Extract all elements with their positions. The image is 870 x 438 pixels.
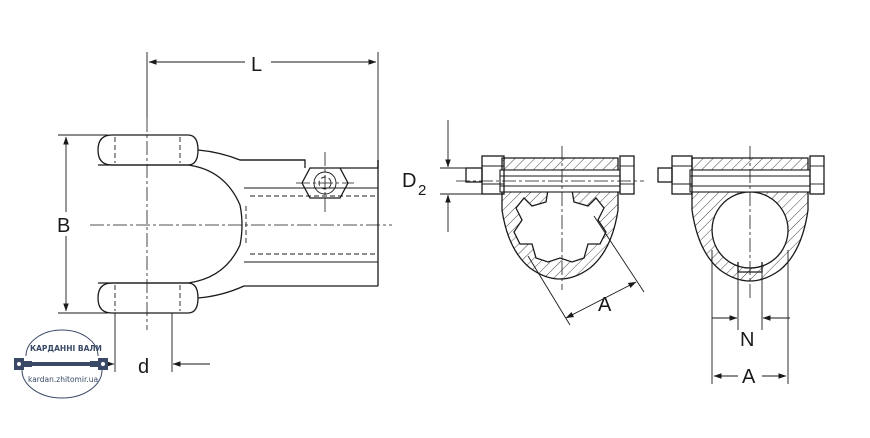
watermark-logo: КАРДАННІ ВАЛИ kardan.zhitomir.ua <box>14 329 108 399</box>
dimension-d: d <box>92 313 210 378</box>
splined-section-view <box>456 146 644 290</box>
dimension-D2: D 2 <box>402 120 482 232</box>
dimension-A-round: A <box>711 250 789 388</box>
yoke-side-view <box>90 118 392 330</box>
fork-inner-curve <box>98 164 243 284</box>
dimension-A-splined: A <box>527 215 645 326</box>
right-view-bolt-head <box>809 155 825 195</box>
watermark-bottom-text: kardan.zhitomir.ua <box>28 375 98 384</box>
label-L: L <box>251 54 262 76</box>
dimension-N: N <box>712 262 790 351</box>
label-d: d <box>138 356 149 378</box>
label-N: N <box>740 329 754 351</box>
label-D: D <box>402 170 416 192</box>
label-A-splined: A <box>598 294 612 316</box>
lower-ear-outline <box>97 282 199 314</box>
watermark-top-text: КАРДАННІ ВАЛИ <box>30 344 102 353</box>
fork-body-outline <box>197 149 379 299</box>
label-D-subscript: 2 <box>418 182 426 199</box>
right-bolt-head <box>619 155 635 195</box>
dimension-L: L <box>146 52 379 160</box>
round-bore-section-view <box>657 146 825 300</box>
upper-ear-outline <box>97 134 199 166</box>
driveshaft-icon <box>14 358 108 370</box>
right-view-left-nut <box>671 155 693 195</box>
label-A-round: A <box>742 366 756 388</box>
dimension-B: B <box>55 134 108 314</box>
label-B: B <box>57 215 70 237</box>
